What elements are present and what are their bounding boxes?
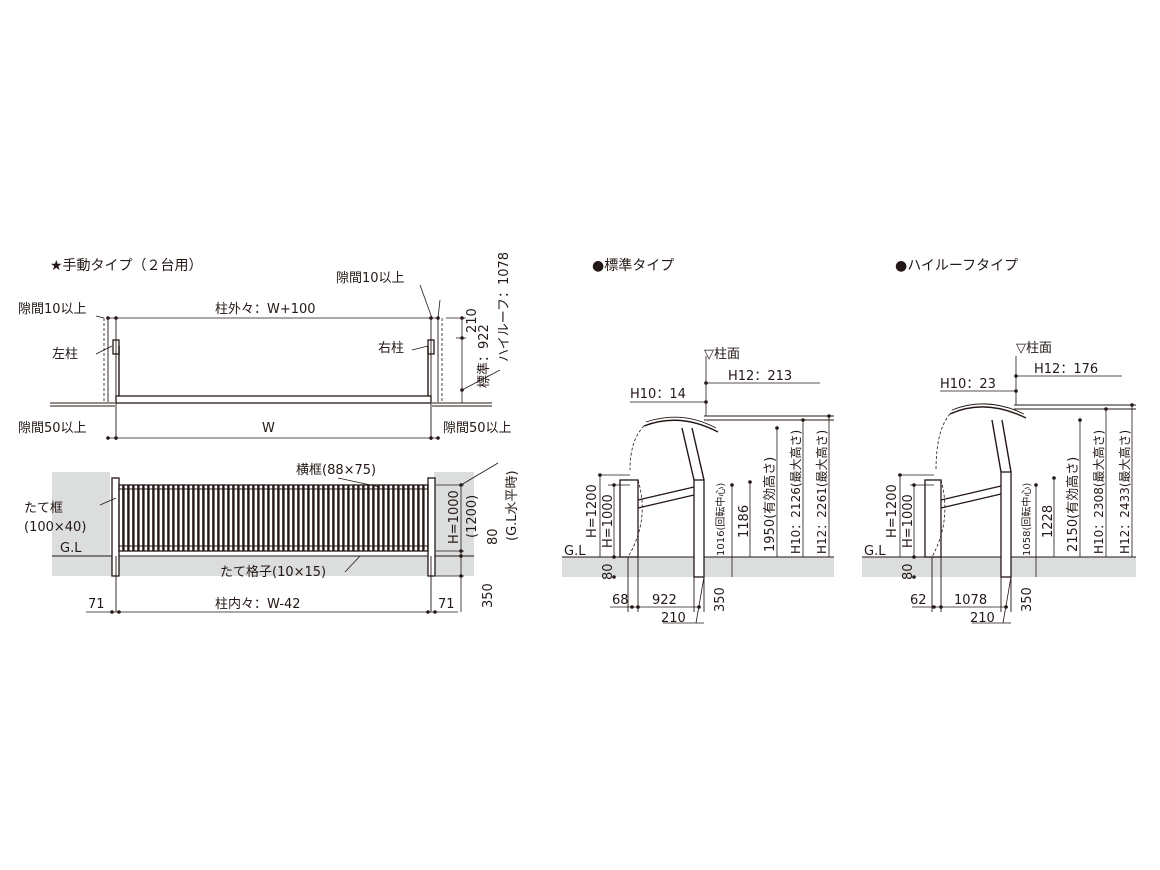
post-inner-label: 柱内々：W-42: [215, 596, 301, 612]
lattice-label: たて格子(10×15): [220, 564, 326, 580]
hr-dim-210-label: 210: [970, 611, 995, 626]
hr-h12-max-label: H12：2433(最大高さ): [1117, 430, 1132, 554]
standard-type-title: ●標準タイプ: [592, 258, 674, 274]
hr-column-face-label: ▽柱面: [1016, 341, 1052, 356]
std-h10-max-label: H10：2126(最大高さ): [788, 430, 803, 554]
std-dim-80-label: 80: [601, 563, 616, 580]
std-dim-68-label: 68: [612, 593, 629, 608]
dim-80-label: 80: [486, 528, 501, 545]
right-post-label: 右柱: [378, 341, 404, 356]
gap-top-right-label: 隙間10以上: [336, 271, 405, 286]
left-post-label: 左柱: [52, 347, 78, 362]
std-column-face-label: ▽柱面: [704, 347, 740, 362]
high-roof-1078-label: ハイルーフ：1078: [497, 252, 512, 362]
vertical-frame-size: (100×40): [24, 520, 86, 535]
std-h1200-label: H=1200: [585, 484, 600, 538]
hr-h10-max-label: H10：2308(最大高さ): [1091, 430, 1106, 554]
gl-level-label: (G.L水平時): [505, 470, 520, 541]
hr-h1000-label: H=1000: [901, 494, 916, 548]
gl-label: G.L: [60, 541, 82, 556]
std-dim-350-label: 350: [713, 587, 728, 612]
std-h1000-label: H=1000: [601, 494, 616, 548]
h1200-label: (1200): [465, 495, 480, 538]
manual-plan-view: [50, 284, 501, 440]
vertical-frame-label: たて框: [24, 501, 63, 516]
horizontal-frame-label: 横框(88×75): [296, 463, 376, 478]
dim-71-left-label: 71: [88, 597, 105, 612]
std-h12-label: H12：213: [728, 369, 792, 384]
h1000-label: H=1000: [447, 490, 462, 544]
gap-top-left-label: 隙間10以上: [18, 302, 87, 317]
std-rotation-center-label: 1016(回転中心): [714, 483, 727, 556]
manual-type-title: ★手動タイプ（２台用）: [50, 258, 203, 274]
standard-side-view: [562, 356, 834, 624]
hr-h12-label: H12：176: [1034, 362, 1098, 377]
dim-210-label: 210: [465, 308, 480, 333]
hr-dim-1228-label: 1228: [1041, 505, 1056, 538]
std-effective-height-label: 1950(有効高さ): [762, 457, 778, 552]
hr-dim-62-label: 62: [910, 593, 927, 608]
post-outer-label: 柱外々：W+100: [215, 302, 316, 317]
dim-350-label: 350: [481, 583, 496, 608]
hr-h10-label: H10：23: [940, 377, 996, 392]
hr-h1200-label: H=1200: [885, 484, 900, 538]
hr-effective-height-label: 2150(有効高さ): [1065, 457, 1081, 552]
standard-922-label: 標準：922: [476, 324, 492, 388]
hr-dim-80-label: 80: [901, 563, 916, 580]
dim-71-right-label: 71: [438, 597, 455, 612]
width-label: W: [262, 421, 275, 436]
high-roof-type-title: ●ハイルーフタイプ: [895, 258, 1018, 274]
manual-elevation-view: [52, 462, 499, 614]
std-gl-label: G.L: [564, 544, 586, 559]
std-dim-210-label: 210: [661, 611, 686, 626]
gap-bottom-left-label: 隙間50以上: [18, 421, 87, 436]
hr-gl-label: G.L: [864, 544, 886, 559]
gap-bottom-right-label: 隙間50以上: [443, 421, 512, 436]
std-h10-label: H10：14: [630, 387, 686, 402]
hr-dim-350-label: 350: [1020, 587, 1035, 612]
std-h12-max-label: H12：2261(最大高さ): [814, 430, 829, 554]
hr-dim-1078-label: 1078: [954, 593, 987, 608]
std-dim-1186-label: 1186: [737, 505, 752, 538]
hr-rotation-center-label: 1058(回転中心): [1020, 483, 1033, 556]
std-dim-922-label: 922: [652, 593, 677, 608]
high-roof-side-view: [862, 356, 1136, 624]
